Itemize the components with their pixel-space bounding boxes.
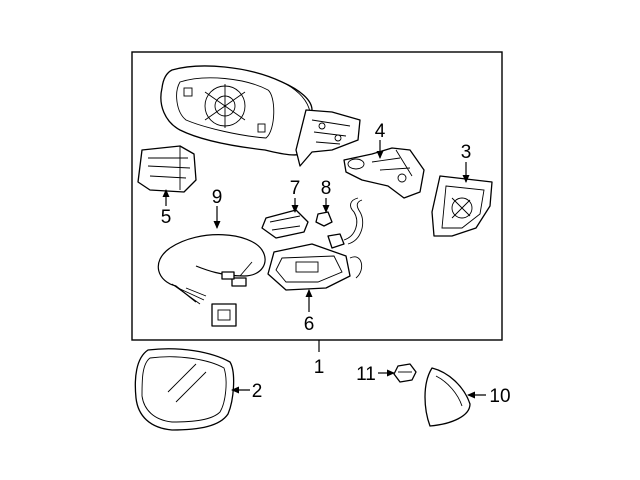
callout-2: 2 bbox=[252, 381, 263, 402]
callout-8: 8 bbox=[321, 178, 332, 199]
part-9-wiring-harness bbox=[157, 234, 266, 327]
part-10-cap bbox=[424, 367, 471, 427]
callout-6: 6 bbox=[304, 314, 315, 335]
part-2-mirror-glass bbox=[134, 348, 235, 431]
part-8-bulb bbox=[315, 197, 364, 249]
callout-7: 7 bbox=[290, 178, 301, 199]
part-7-lamp bbox=[261, 209, 309, 239]
part-4-actuator bbox=[343, 147, 425, 199]
part-5-cover bbox=[137, 145, 197, 193]
part-3-backing-plate bbox=[431, 175, 493, 237]
assembly-frame bbox=[131, 51, 503, 341]
callout-5: 5 bbox=[161, 207, 172, 228]
callout-4: 4 bbox=[375, 121, 386, 142]
mirror-housing bbox=[160, 65, 361, 167]
callout-10: 10 bbox=[489, 386, 510, 407]
part-11-bolt bbox=[393, 363, 417, 383]
callout-1: 1 bbox=[314, 357, 325, 378]
callout-3: 3 bbox=[461, 142, 472, 163]
callout-9: 9 bbox=[212, 187, 223, 208]
callout-11: 11 bbox=[356, 364, 376, 385]
part-6-lamp-housing bbox=[267, 243, 363, 291]
